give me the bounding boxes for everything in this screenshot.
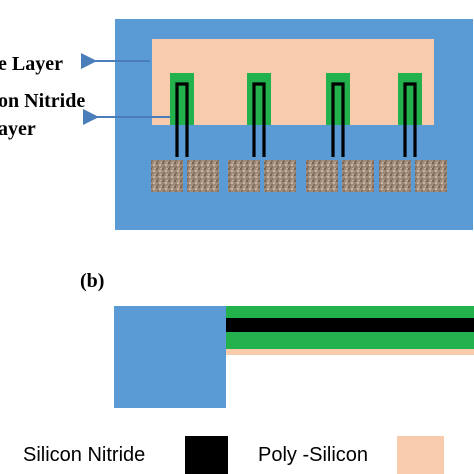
grain-block xyxy=(264,160,296,192)
grain-block xyxy=(151,160,183,192)
panel-b: (b) xyxy=(80,270,474,408)
green-cap xyxy=(247,73,271,125)
label-nitride-line1: on Nitride xyxy=(0,90,85,112)
legend: Silicon Nitride Poly -Silicon xyxy=(23,436,444,474)
legend-label-silicon-nitride: Silicon Nitride xyxy=(23,444,145,466)
green-cap xyxy=(170,73,194,125)
grain-block xyxy=(342,160,374,192)
nitride-loop xyxy=(403,82,417,157)
silicon-nitride-strip xyxy=(226,318,474,332)
legend-label-poly-silicon: Poly -Silicon xyxy=(258,444,368,466)
label-nitride-line2: ayer xyxy=(0,118,36,140)
grain-block xyxy=(187,160,219,192)
grain-block xyxy=(415,160,447,192)
legend-swatch-silicon-nitride xyxy=(185,436,228,474)
poly-silicon-strip xyxy=(226,349,474,355)
grain-block xyxy=(228,160,260,192)
poly-silicon-layer xyxy=(152,39,434,125)
substrate-block xyxy=(114,306,226,408)
grain-block xyxy=(306,160,338,192)
legend-swatch-poly-silicon xyxy=(397,436,444,474)
grain-block xyxy=(379,160,411,192)
nitride-loop xyxy=(175,82,189,157)
panel-a: e Layer on Nitride ayer xyxy=(0,19,473,230)
nitride-loop xyxy=(252,82,266,157)
panel-b-label: (b) xyxy=(80,270,104,292)
green-cap xyxy=(326,73,350,125)
finger-group xyxy=(151,73,447,192)
nitride-loop xyxy=(331,82,345,157)
green-cap xyxy=(398,73,422,125)
label-top-layer: e Layer xyxy=(0,53,63,75)
